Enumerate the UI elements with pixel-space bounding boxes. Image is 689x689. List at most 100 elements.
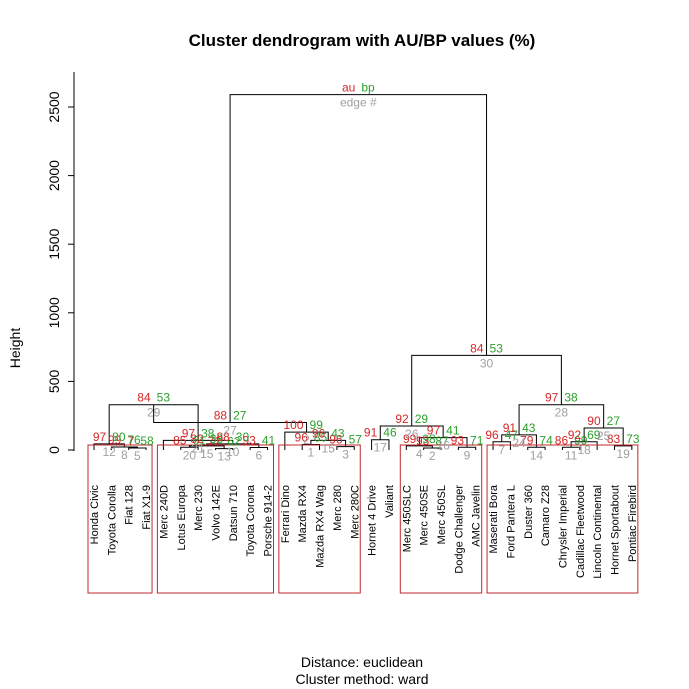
node-au-label: 91: [503, 421, 517, 435]
leaf-label: Lincoln Continental: [592, 485, 604, 579]
node-edge-label: 8: [121, 448, 128, 462]
cluster-box: [399, 444, 483, 594]
node-edge-label: 26: [405, 427, 419, 441]
node-au-label: 83: [607, 432, 621, 446]
node-edge-label: 18: [577, 443, 591, 457]
leaf-label: Merc 450SL: [436, 485, 448, 544]
node-bp-label: 85: [314, 431, 328, 445]
node-edge-label: 24: [512, 436, 526, 450]
leaf-label: Merc 230: [193, 485, 205, 531]
node-bp-label: 99: [574, 433, 588, 447]
node-bp-label: 62: [227, 435, 241, 449]
dendrogram-branches: [93, 94, 633, 450]
node-bp-label: 98: [422, 432, 436, 446]
leaf-label: Chrysler Imperial: [557, 485, 569, 568]
node-edge-label: 21: [191, 441, 205, 455]
cluster-boxes: [87, 444, 639, 594]
y-axis-label: Height: [7, 328, 23, 369]
leaf-label: Porsche 914-2: [263, 485, 275, 557]
leaf-label: AMC Javelin: [471, 485, 483, 547]
leaf-label: Lotus Europa: [176, 484, 188, 550]
leaf-label: Ford Pantera L: [505, 485, 517, 558]
node-bp-label: 27: [233, 409, 247, 423]
leaf-label: Merc 280: [332, 485, 344, 531]
leaf-label: Maserati Bora: [488, 484, 500, 553]
y-tick-label: 0: [46, 446, 62, 454]
node-edge-label: 29: [147, 406, 161, 420]
node-edge-label: 7: [498, 443, 505, 457]
node-edge-label: 2: [303, 433, 310, 447]
node-edge-label: 19: [616, 447, 630, 461]
node-bp-label: 99: [310, 418, 324, 432]
leaf-label: Merc 450SLC: [401, 485, 413, 552]
node-bp-label: 71: [470, 433, 484, 447]
node-edge-label: 1: [308, 446, 315, 460]
node-edge-label: 2: [429, 449, 436, 463]
node-edge-label: 16: [436, 439, 450, 453]
leaf-label: Valiant: [384, 485, 396, 518]
node-edge-label: 11: [565, 448, 578, 462]
node-au-label: 93: [242, 434, 256, 448]
y-tick-label: 2000: [46, 160, 62, 191]
node-bp-label: 76: [127, 433, 141, 447]
node-edge-label: 13: [217, 450, 231, 464]
node-edge-label: edge #: [340, 96, 377, 110]
node-edge-label: 14: [530, 448, 544, 462]
leaf-label: Mazda RX4: [297, 485, 309, 542]
node-au-label: 92: [395, 412, 409, 426]
node-edge-label: 9: [464, 448, 471, 462]
node-au-label: 92: [568, 428, 582, 442]
leaf-label: Dodge Challenger: [453, 485, 465, 574]
node-edge-label: 6: [255, 449, 262, 463]
node-au-label: 72: [208, 435, 222, 449]
node-au-label: 93: [416, 434, 430, 448]
node-bp-label: 43: [522, 421, 536, 435]
node-edge-label: 27: [223, 424, 237, 438]
node-bp-label: 41: [262, 434, 276, 448]
node-au-label: 7: [128, 434, 135, 448]
node-au-label: 88: [216, 430, 230, 444]
cluster-box: [486, 444, 639, 594]
node-bp-label: 30: [236, 430, 250, 444]
chart-title: Cluster dendrogram with AU/BP values (%): [189, 31, 536, 50]
node-edge-label: 5: [134, 449, 141, 463]
node-au-label: 97: [182, 426, 196, 440]
y-tick-label: 500: [46, 370, 62, 394]
node-bp-label: 57: [349, 433, 363, 447]
leaf-label: Ferrari Dino: [280, 485, 292, 543]
leaf-label: Honda Civic: [89, 485, 101, 545]
node-bp-label: 80: [112, 430, 126, 444]
node-bp-label: 58: [140, 434, 154, 448]
node-au-label: 90: [587, 414, 601, 428]
leaf-label: Toyota Corona: [245, 484, 257, 556]
node-bp-label: 53: [157, 391, 171, 405]
leaf-label: Camaro Z28: [540, 485, 552, 546]
leaf-label: Toyota Corolla: [106, 484, 118, 555]
node-bp-label: bp: [361, 81, 375, 95]
node-bp-label: 61: [192, 433, 206, 447]
node-bp-label: 27: [607, 414, 621, 428]
leaf-label: Fiat 128: [124, 485, 136, 525]
node-au-label: 93: [451, 433, 465, 447]
node-edge-label: 10: [226, 445, 240, 459]
node-edge-label: 28: [555, 406, 569, 420]
leaf-label: Merc 280C: [349, 485, 361, 539]
node-au-label: 99: [403, 432, 417, 446]
leaf-label: Mazda RX4 Wag: [315, 485, 327, 568]
node-edge-label: 15: [200, 447, 214, 461]
node-bp-label: 46: [383, 426, 397, 440]
leaf-label: Merc 240D: [158, 485, 170, 539]
leaf-label: Fiat X1-9: [141, 485, 153, 530]
node-au-label: 79: [520, 433, 534, 447]
dendrogram-branch: [110, 446, 138, 450]
dendrogram-branch: [229, 94, 488, 423]
leaf-label: Duster 360: [523, 485, 535, 539]
node-edge-label: 17: [374, 441, 388, 455]
node-edge-label: 20: [183, 448, 197, 462]
footer-distance: Distance: euclidean: [301, 654, 423, 670]
node-au-label: au: [342, 81, 355, 95]
node-au-label: 85: [173, 433, 187, 447]
node-au-label: 96: [485, 428, 499, 442]
